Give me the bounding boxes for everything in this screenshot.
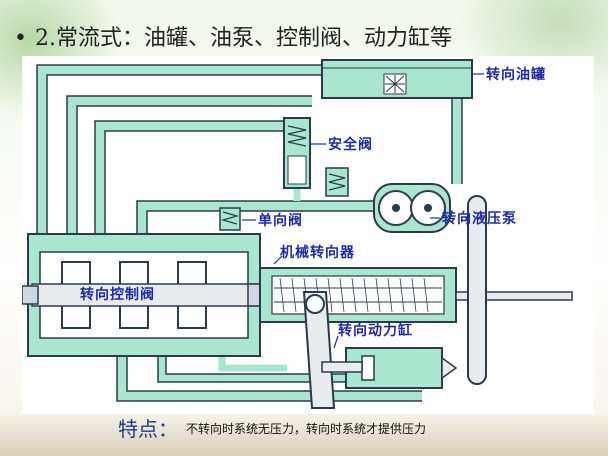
- slide-title: • 2.常流式：油罐、油泵、控制阀、动力缸等: [14, 20, 452, 52]
- pitman-arm: [302, 291, 336, 409]
- feature-label: 特点：: [118, 417, 178, 441]
- hydraulic-pump: [373, 183, 451, 233]
- label-safety-valve: 安全阀: [328, 136, 373, 153]
- power-cylinder: [321, 347, 458, 389]
- slide-title-text: 2.常流式：油罐、油泵、控制阀、动力缸等: [34, 26, 452, 51]
- hydraulic-steering-diagram: 转向油罐 安全阀 转向液压泵 单向阀 机械转向器 转向控制阀 转向动力缸: [22, 56, 594, 414]
- label-control-valve: 转向控制阀: [80, 286, 155, 303]
- label-leaders: [242, 73, 484, 349]
- steering-gear: [259, 267, 457, 323]
- label-power-cylinder: 转向动力缸: [338, 322, 413, 339]
- check-valve: [219, 207, 241, 231]
- label-pump: 转向液压泵: [442, 210, 517, 227]
- relief-check-valve: [325, 167, 349, 197]
- label-steering-gear: 机械转向器: [280, 244, 355, 261]
- label-check-valve: 单向阀: [258, 212, 303, 229]
- safety-valve: [283, 117, 311, 189]
- feature-text: 不转向时系统无压力，转向时系统才提供压力: [186, 422, 427, 436]
- steering-wheel: [455, 195, 573, 385]
- reservoir-tank: [321, 59, 473, 99]
- background-ground-decoration: [0, 410, 608, 456]
- diagram-canvas: 转向油罐 安全阀 转向液压泵 单向阀 机械转向器 转向控制阀 转向动力缸: [22, 59, 573, 409]
- bullet-icon: •: [14, 26, 27, 51]
- label-reservoir: 转向油罐: [486, 66, 546, 83]
